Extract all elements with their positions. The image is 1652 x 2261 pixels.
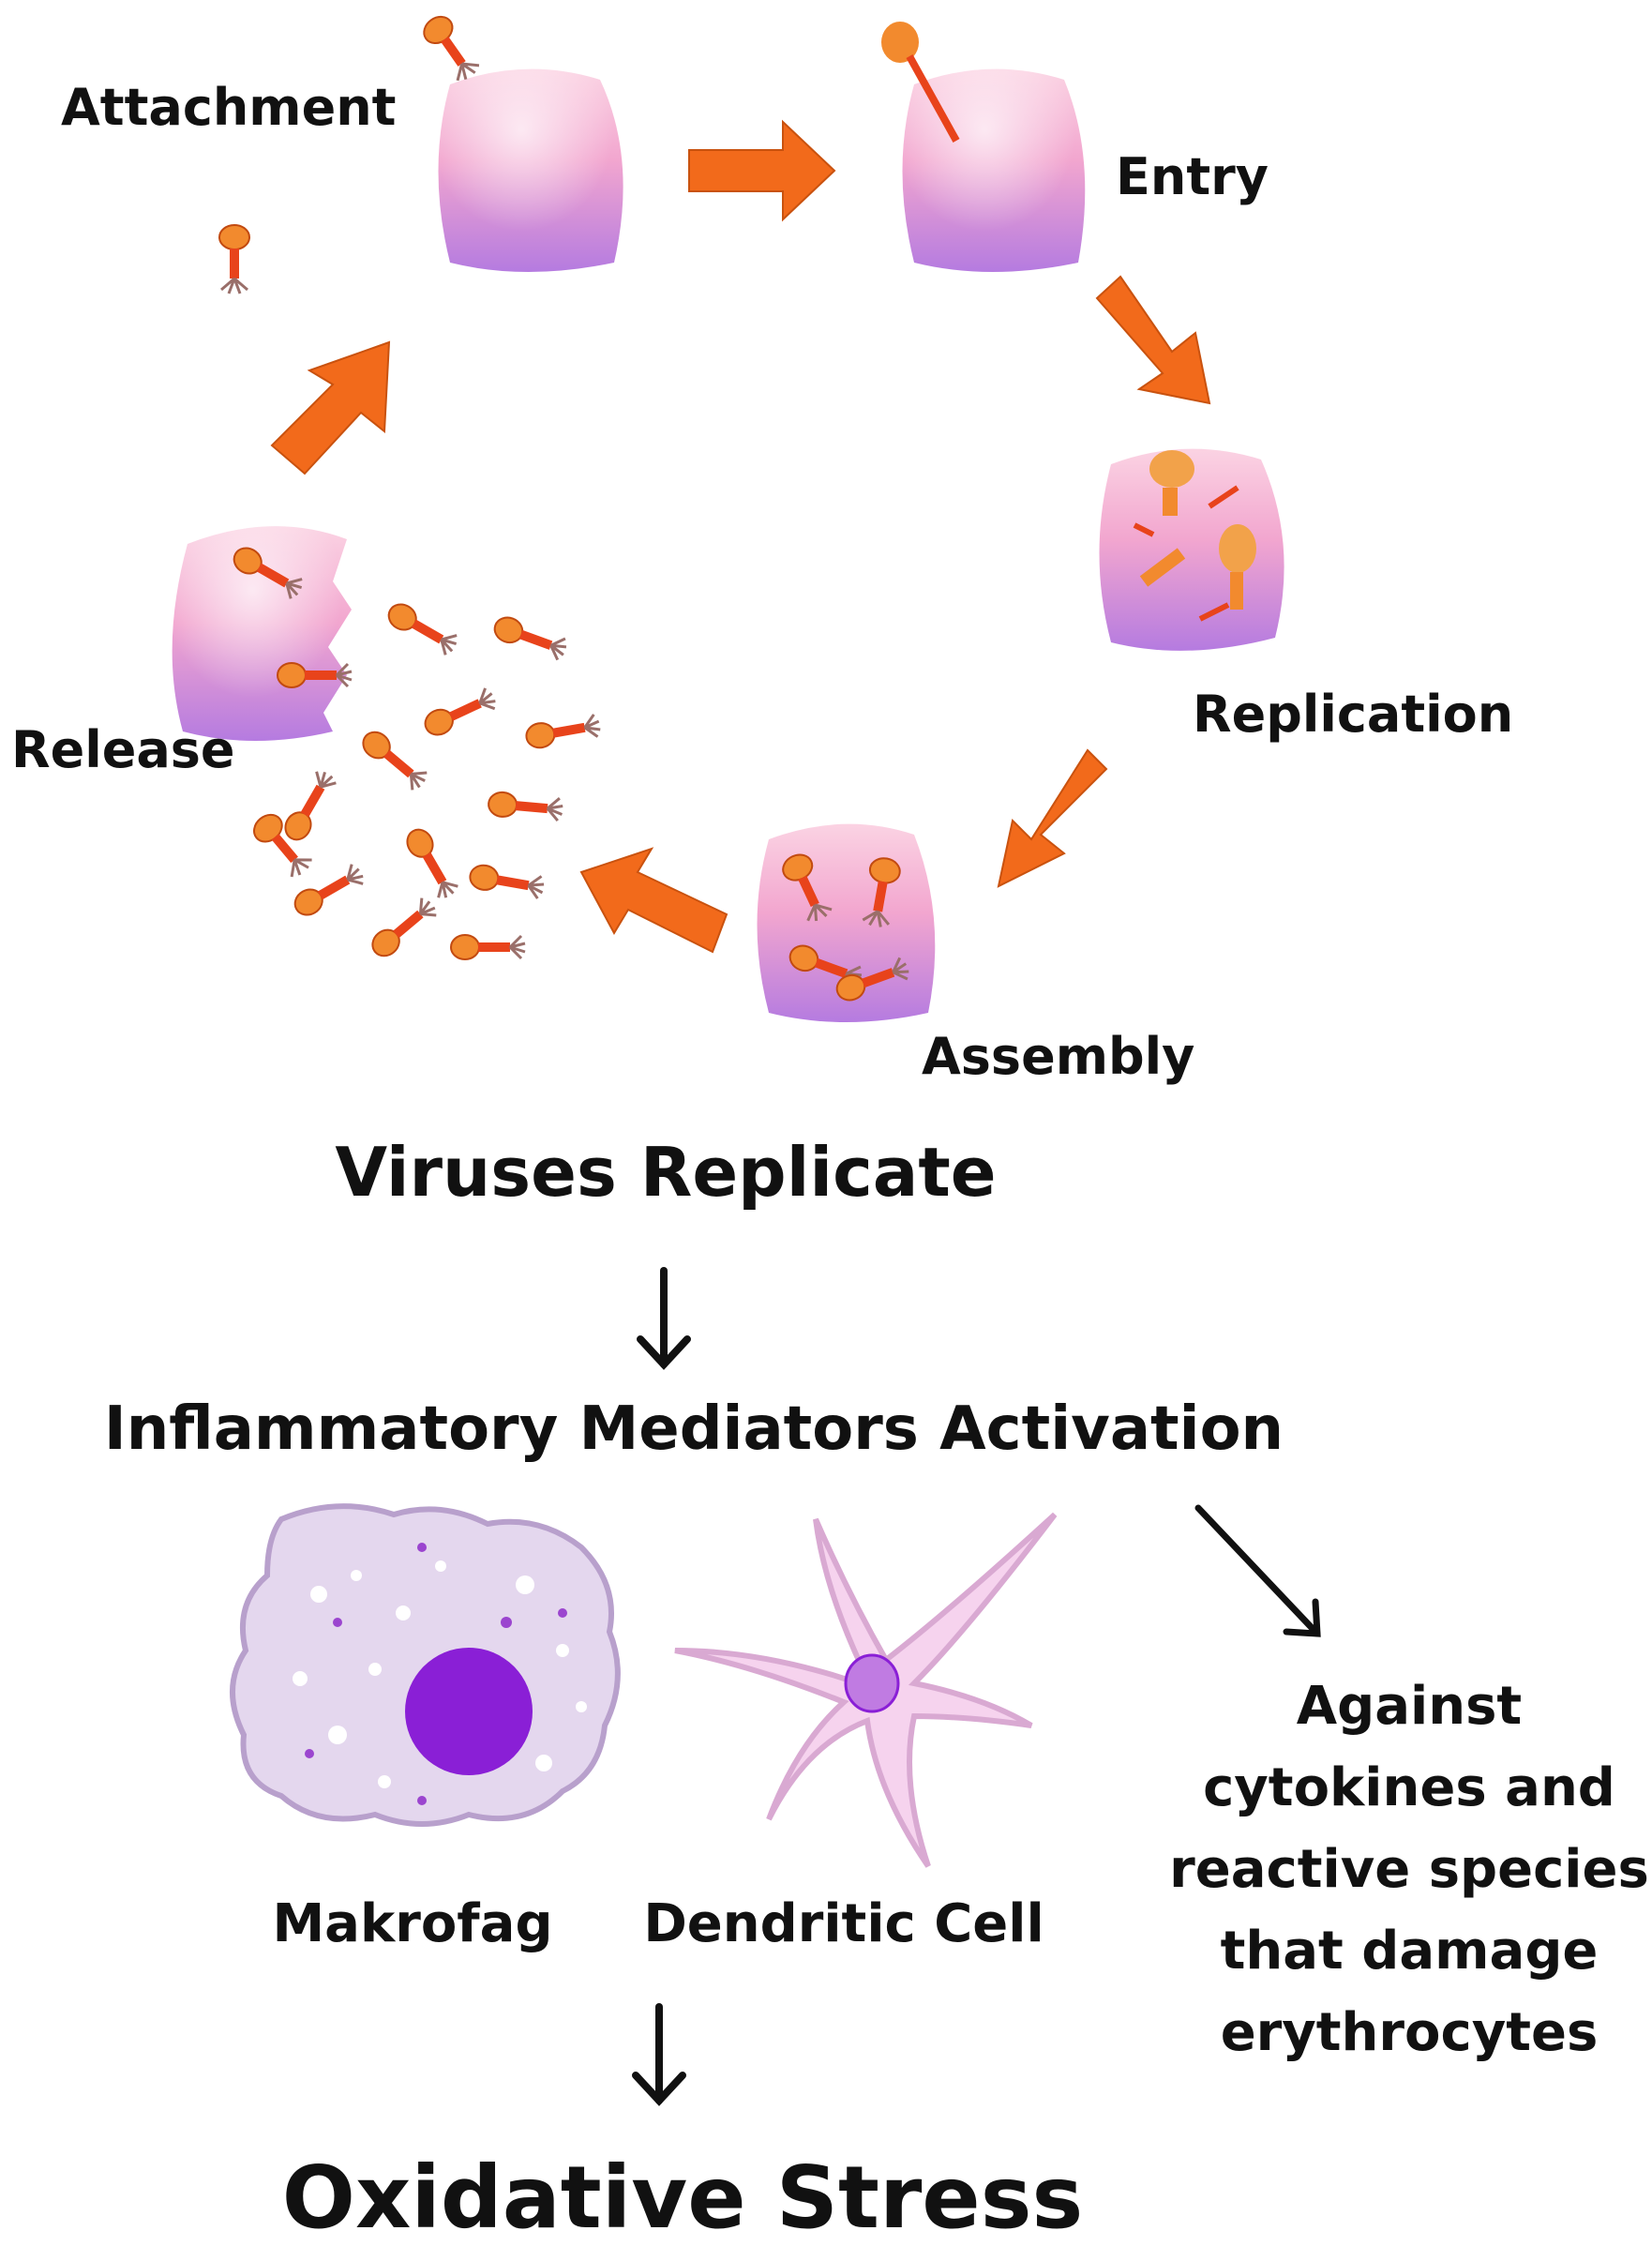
cycle-arrows xyxy=(270,119,1211,954)
diagonal-arrow xyxy=(1194,1504,1321,1637)
arrow-entry-to-replication xyxy=(1095,275,1211,405)
cell-replication xyxy=(1099,448,1284,651)
arrow-replication-to-assembly xyxy=(997,748,1108,888)
cell-assembly xyxy=(757,823,936,1022)
side-note-line-2: cytokines and xyxy=(1203,1757,1615,1818)
arrow-assembly-to-release xyxy=(579,847,728,954)
macrophage-label: Makrofag xyxy=(272,1893,552,1954)
label-release: Release xyxy=(11,720,235,779)
cell-release xyxy=(172,526,353,741)
dendritic-cell-illustration xyxy=(674,1512,1058,1868)
label-attachment: Attachment xyxy=(61,78,396,137)
cell-entry xyxy=(881,22,1086,272)
label-replication: Replication xyxy=(1193,685,1513,744)
viruses-replicate-text: Viruses Replicate xyxy=(335,1133,996,1212)
down-arrow-2 xyxy=(632,2003,686,2106)
side-note-line-4: that damage xyxy=(1221,1921,1599,1982)
side-note-line-5: erythrocytes xyxy=(1221,2002,1599,2063)
oxidative-stress-text: Oxidative Stress xyxy=(282,2148,1083,2248)
cell-attachment xyxy=(417,9,623,272)
arrow-release-to-attachment xyxy=(270,340,391,475)
dendritic-cell-label: Dendritic Cell xyxy=(643,1893,1044,1954)
side-note-line-3: reactive species xyxy=(1169,1839,1649,1900)
label-entry: Entry xyxy=(1116,147,1269,206)
side-note: Against cytokines and reactive species t… xyxy=(1169,1676,1649,2063)
inflammatory-mediators-text: Inflammatory Mediators Activation xyxy=(104,1394,1284,1464)
side-note-line-1: Against xyxy=(1297,1676,1522,1737)
macrophage-illustration xyxy=(230,1503,621,1827)
label-assembly: Assembly xyxy=(922,1027,1194,1086)
arrow-attachment-to-entry xyxy=(688,119,836,222)
down-arrow-1 xyxy=(637,1267,691,1370)
